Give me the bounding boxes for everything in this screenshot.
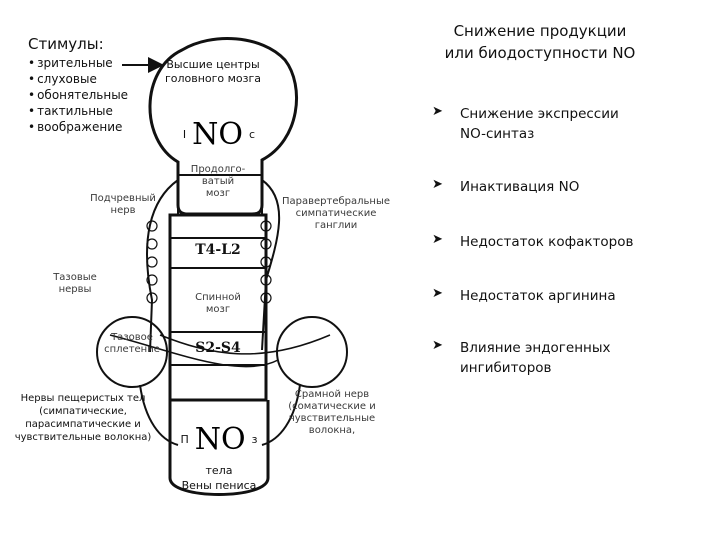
label-line: Высшие центры [158, 58, 268, 72]
segment-s2-s4: S2-S4 [170, 340, 266, 356]
stimulus-item: обонятельные [28, 87, 128, 103]
cause-text: Инактивация NO [460, 177, 579, 197]
label-line: чувствительные волокна) [8, 431, 158, 444]
label-line: (соматические и [282, 401, 382, 413]
label-line: Вены пениса [160, 478, 278, 493]
segment-t4-l2: T4-L2 [170, 242, 266, 258]
label-line: Нервы пещеристых тел [8, 392, 158, 405]
label-line: Подчревный [80, 193, 166, 205]
cause-text: NO-синтаз [460, 126, 534, 142]
cavernous-nerves-label: Нервы пещеристых тел (симпатические, пар… [8, 392, 158, 444]
arrow-bullet-icon: ➤ [432, 232, 460, 252]
label-line: (симпатические, [8, 405, 158, 418]
no-bottom-block: П NO з [168, 423, 270, 457]
label-line: тела [160, 463, 278, 478]
cause-item: ➤ Недостаток аргинина [432, 286, 692, 306]
spinal-cord-label: Спинной мозг [175, 292, 261, 316]
stimuli-title: Стимулы: [28, 35, 104, 53]
higher-centers-label: Высшие центры головного мозга [158, 58, 268, 86]
label-line: сплетение [88, 344, 176, 356]
no-top-side-left: I [183, 129, 186, 141]
no-top-side-right: с [249, 129, 255, 141]
label-line: Продолго- [180, 164, 256, 176]
stimulus-item: слуховые [28, 71, 128, 87]
cause-text: Влияние эндогенных [460, 340, 611, 356]
no-bottom-side-left: П [181, 434, 189, 446]
label-line: чувствительные [282, 413, 382, 425]
cause-item: ➤ Инактивация NO [432, 177, 692, 197]
no-top-block: I NO с [175, 118, 263, 152]
no-bottom-label: NO [191, 423, 250, 457]
label-line: мозг [180, 188, 256, 200]
label-line: Тазовые [40, 272, 110, 284]
no-bottom-side-right: з [252, 434, 258, 446]
arrow-bullet-icon: ➤ [432, 177, 460, 197]
title-line: или биодоступности NO [420, 42, 660, 64]
label-line: Спинной [175, 292, 261, 304]
right-panel-title: Снижение продукции или биодоступности NO [420, 20, 660, 64]
label-line: Тазовое [88, 332, 176, 344]
label-line: ганглии [278, 220, 394, 232]
hypogastric-nerve-label: Подчревный нерв [80, 193, 166, 217]
label-line: головного мозга [158, 72, 268, 86]
stimulus-item: зрительные [28, 55, 128, 71]
cause-text: Недостаток кофакторов [460, 232, 633, 252]
no-top-label: NO [188, 118, 247, 152]
pelvic-nerves-label: Тазовые нервы [40, 272, 110, 296]
cause-text: ингибиторов [460, 360, 551, 376]
label-line: мозг [175, 304, 261, 316]
stimulus-item: воображение [28, 119, 128, 135]
arrow-bullet-icon: ➤ [432, 338, 460, 378]
label-line: нерв [80, 205, 166, 217]
title-line: Снижение продукции [420, 20, 660, 42]
cause-item: ➤ Недостаток кофакторов [432, 232, 692, 252]
medulla-label: Продолго- ватый мозг [180, 164, 256, 200]
cause-text: Снижение экспрессии [460, 106, 619, 122]
arrow-bullet-icon: ➤ [432, 104, 460, 144]
label-line: Паравертебральные [278, 196, 394, 208]
pelvic-plexus-label: Тазовое сплетение [88, 332, 176, 356]
label-line: ватый [180, 176, 256, 188]
paravertebral-ganglia-label: Паравертебральные симпатические ганглии [278, 196, 394, 232]
pudendal-nerve-label: Срамной нерв (соматические и чувствитель… [282, 389, 382, 437]
right-ganglion-circle [277, 317, 347, 387]
stimuli-list: зрительные слуховые обонятельные тактиль… [28, 55, 128, 135]
label-line: Срамной нерв [282, 389, 382, 401]
label-line: парасимпатические и [8, 418, 158, 431]
arrow-bullet-icon: ➤ [432, 286, 460, 306]
label-line: нервы [40, 284, 110, 296]
label-line: симпатические [278, 208, 394, 220]
cause-text: Недостаток аргинина [460, 286, 616, 306]
penis-labels: тела Вены пениса [160, 463, 278, 493]
cause-item: ➤ Влияние эндогенных ингибиторов [432, 338, 692, 378]
label-line: волокна, [282, 425, 382, 437]
stimulus-item: тактильные [28, 103, 128, 119]
